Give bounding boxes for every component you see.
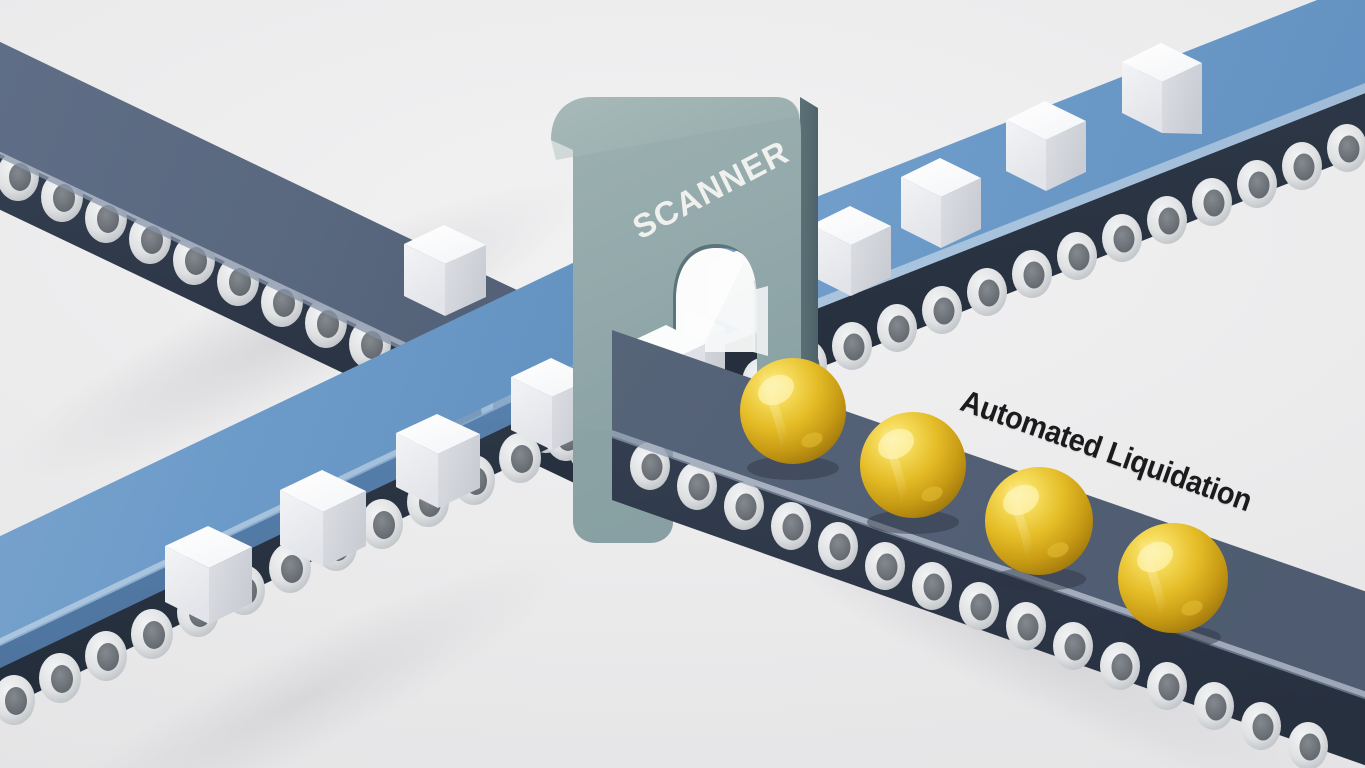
white-cube — [1006, 101, 1086, 191]
scanner-top-bevel — [551, 97, 800, 160]
scanner-arch-column — [753, 286, 768, 356]
cargo-gold-spheres — [740, 358, 1228, 649]
ground-shadow — [31, 555, 569, 768]
gold-sphere — [985, 467, 1093, 591]
roller-group — [630, 442, 1328, 768]
belt-surface — [0, 250, 600, 639]
gold-sphere — [860, 412, 966, 534]
cargo-cubes-left — [165, 358, 593, 624]
white-cube — [811, 206, 891, 296]
white-cube — [396, 414, 480, 508]
white-cube — [280, 470, 366, 567]
scanner-archway-shade — [676, 248, 744, 352]
white-cube — [901, 158, 981, 248]
white-cube — [404, 225, 486, 316]
conveyor-dark-lower-right — [612, 330, 1365, 768]
gold-sphere — [1118, 523, 1228, 649]
scanner-side-face — [800, 97, 818, 444]
belt-edge — [636, 81, 1365, 380]
white-cube — [1122, 43, 1202, 134]
gold-sphere — [740, 358, 846, 480]
white-cube — [165, 526, 252, 624]
